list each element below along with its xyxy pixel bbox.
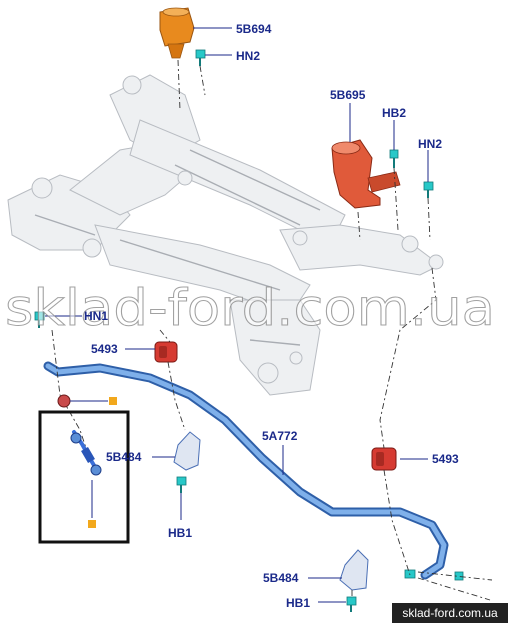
label-5a772: 5A772	[262, 429, 298, 443]
leader-lines	[45, 27, 429, 603]
square-marker-icon	[88, 520, 96, 528]
label-5b484-left: 5B484	[106, 450, 142, 464]
subframe	[7, 74, 444, 396]
label-hb1-bottom: HB1	[286, 596, 310, 610]
bushing-right[interactable]	[371, 447, 397, 471]
label-hb2: HB2	[382, 106, 406, 120]
stabilizer-link[interactable]	[57, 394, 102, 476]
label-hn2-right: HN2	[418, 137, 442, 151]
bolt-icon[interactable]	[34, 311, 45, 328]
mount-red[interactable]	[331, 139, 401, 209]
mount-orange[interactable]	[159, 7, 195, 59]
detail-box	[38, 410, 130, 544]
square-marker-icon	[109, 397, 117, 405]
bolt-icon[interactable]	[176, 476, 187, 493]
label-5b484-bottom: 5B484	[263, 571, 299, 585]
bolt-icon[interactable]	[346, 596, 357, 612]
label-5493-left: 5493	[91, 342, 118, 356]
footer-url: sklad-ford.com.ua	[392, 603, 508, 623]
bracket-left[interactable]	[173, 431, 201, 471]
label-hn1: HN1	[84, 309, 108, 323]
bolt-icon[interactable]	[389, 149, 399, 168]
label-5493-right: 5493	[432, 452, 459, 466]
label-hn2-top: HN2	[236, 49, 260, 63]
bushing-left[interactable]	[154, 341, 178, 363]
watermark: sklad-ford.com.ua	[5, 279, 495, 337]
label-5b695: 5B695	[330, 88, 366, 102]
bracket-bottom[interactable]	[339, 549, 369, 591]
bolt-icon[interactable]	[423, 181, 434, 198]
label-hb1-mid: HB1	[168, 526, 192, 540]
bolt-icon[interactable]	[195, 49, 206, 66]
label-5b694: 5B694	[236, 22, 272, 36]
